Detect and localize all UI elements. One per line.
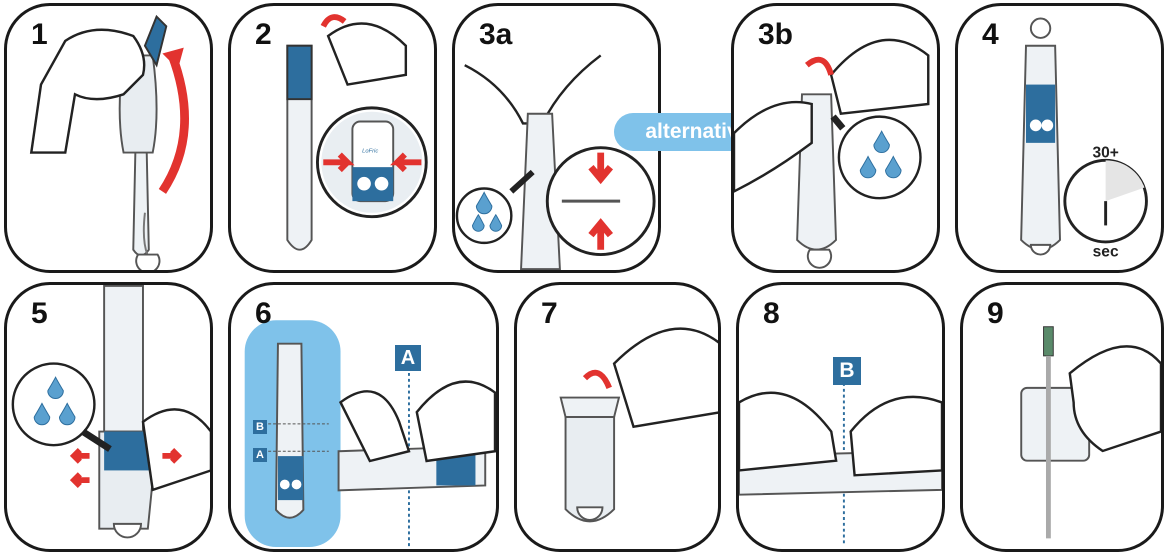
- step-panel-9: 9: [960, 282, 1164, 552]
- step-number: 5: [31, 299, 48, 329]
- svg-text:LoFric: LoFric: [362, 149, 378, 155]
- step-number: 7: [541, 299, 558, 329]
- step-panel-1: 1: [4, 3, 213, 273]
- step-panel-2: LoFric 2: [228, 3, 437, 273]
- marker-b-label: B: [833, 357, 861, 385]
- step-number: 1: [31, 20, 48, 50]
- step-panel-8: B 8: [736, 282, 945, 552]
- step-number: 2: [255, 20, 272, 50]
- marker-a-label: A: [395, 345, 421, 371]
- step-panel-6: A B A 6: [228, 282, 499, 552]
- step-panel-7: 7: [514, 282, 721, 552]
- step-number: 8: [763, 299, 780, 329]
- step-number: 3b: [758, 20, 793, 50]
- step-number: 3a: [479, 20, 512, 50]
- step-panel-3b: 3b: [731, 3, 940, 273]
- step-number: 6: [255, 299, 272, 329]
- step-number: 9: [987, 299, 1004, 329]
- step-panel-4: 30+ sec 4: [955, 3, 1164, 273]
- small-marker-a-label: A: [253, 448, 267, 462]
- timer-top-text: 30+: [1092, 144, 1118, 161]
- small-marker-b-label: B: [253, 420, 267, 434]
- step-number: 4: [982, 20, 999, 50]
- timer-bottom-text: sec: [1093, 243, 1119, 260]
- step-panel-5: 5: [4, 282, 213, 552]
